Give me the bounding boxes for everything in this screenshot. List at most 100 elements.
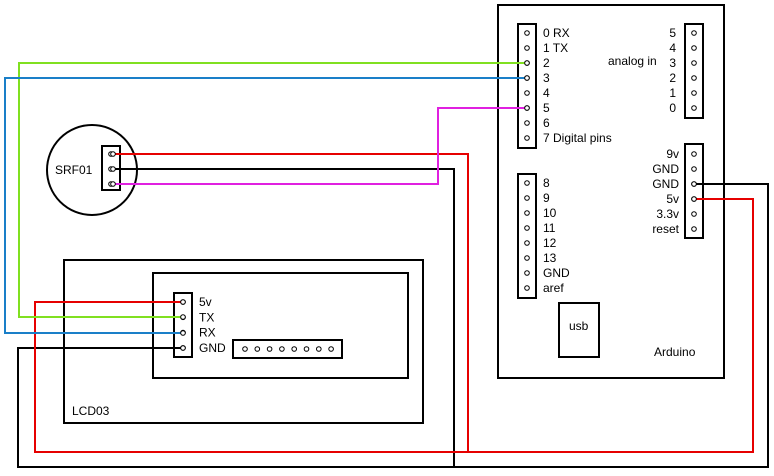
analog-pin-label-0: 5 bbox=[669, 26, 676, 40]
digital-pin-label-5: 5 bbox=[543, 101, 550, 115]
analog-pin-4 bbox=[691, 90, 697, 96]
srf01-label: SRF01 bbox=[55, 163, 93, 177]
digital-b-pin-label-2: 10 bbox=[543, 206, 557, 220]
wire-end-dot-2 bbox=[110, 181, 116, 187]
digital-b-pin-label-5: 13 bbox=[543, 251, 557, 265]
analog-pin-3 bbox=[691, 75, 697, 81]
digital-header-0-7 bbox=[517, 23, 537, 149]
analog-pin-label-2: 3 bbox=[669, 56, 676, 70]
analog-pin-2 bbox=[691, 60, 697, 66]
digital-b-pin-label-3: 11 bbox=[543, 221, 556, 235]
power-pin-label-0: 9v bbox=[666, 147, 679, 161]
wire-end-dot-0 bbox=[110, 151, 116, 157]
digital-pin-label-4: 4 bbox=[543, 86, 550, 100]
power-pin-label-1: GND bbox=[652, 162, 679, 176]
lcd03-pin-label-1: TX bbox=[199, 310, 214, 324]
analog-pin-label-5: 0 bbox=[669, 101, 676, 115]
wire-end-dot-1 bbox=[110, 166, 116, 172]
power-pin-4 bbox=[691, 211, 697, 217]
wire-end-dot-9 bbox=[180, 314, 186, 320]
digital-pin-label-6: 6 bbox=[543, 116, 550, 130]
digital-pin-0 bbox=[524, 30, 530, 36]
arduino-label: Arduino bbox=[654, 345, 696, 359]
digital-b-pin-label-0: 8 bbox=[543, 176, 550, 190]
wire-end-dot-5 bbox=[524, 105, 530, 111]
lcd03-keypad-pin-0 bbox=[242, 346, 248, 352]
power-header bbox=[684, 143, 704, 239]
analog-pin-0 bbox=[691, 30, 697, 36]
wire-rx-lcd03-to-pin3 bbox=[4, 77, 527, 334]
analog-pin-5 bbox=[691, 105, 697, 111]
digital-pin-1 bbox=[524, 45, 530, 51]
lcd03-keypad-pin-1 bbox=[254, 346, 261, 352]
analog-header bbox=[684, 23, 704, 119]
wire-end-dot-3 bbox=[524, 60, 530, 66]
usb-label: usb bbox=[569, 319, 589, 333]
lcd03-pin-label-2: RX bbox=[199, 326, 216, 340]
power-pin-label-4: 3.3v bbox=[656, 207, 679, 221]
digital-b-pin-label-4: 12 bbox=[543, 236, 557, 250]
power-pin-label-2: GND bbox=[652, 177, 679, 191]
lcd03-pin-header bbox=[173, 292, 193, 358]
lcd03-keypad-pin-6 bbox=[316, 346, 322, 352]
analog-header-pins bbox=[691, 30, 697, 111]
digital-b-pin-3 bbox=[524, 225, 530, 231]
power-pin-5 bbox=[691, 226, 697, 232]
usb-connector bbox=[558, 302, 600, 358]
wire-gnd-srf01 bbox=[17, 168, 455, 468]
wire-end-dot-8 bbox=[180, 299, 186, 305]
power-pin-0 bbox=[691, 151, 697, 157]
digital-b-pin-6 bbox=[524, 270, 530, 276]
digital-header-8-aref bbox=[517, 173, 537, 299]
power-pin-label-5: reset bbox=[652, 222, 679, 236]
lcd03-keypad-pins bbox=[242, 346, 334, 352]
digital-b-pin-5 bbox=[524, 255, 530, 261]
wire-end-dot-7 bbox=[691, 196, 697, 202]
wire-end-dot-11 bbox=[180, 345, 186, 351]
analog-pin-label-3: 2 bbox=[669, 71, 676, 85]
lcd03-keypad-pin-2 bbox=[266, 346, 273, 352]
lcd03-keypad-pin-7 bbox=[328, 346, 334, 352]
digital-pin-label-2: 2 bbox=[543, 56, 550, 70]
lcd03-pin-label-0: 5v bbox=[199, 295, 212, 309]
digital-b-pin-label-1: 9 bbox=[543, 191, 550, 205]
digital-pin-7 bbox=[524, 135, 530, 141]
digital-b-pin-label-6: GND bbox=[543, 266, 570, 280]
lcd03-display bbox=[152, 272, 409, 379]
digital-b-pin-7 bbox=[524, 285, 530, 291]
digital-pin-label-3: 3 bbox=[543, 71, 550, 85]
power-pin-1 bbox=[691, 166, 697, 172]
digital-b-pin-1 bbox=[524, 195, 530, 201]
digital-b-pin-label-7: aref bbox=[543, 281, 564, 295]
wire-5v-srf01 bbox=[113, 153, 754, 453]
digital-b-pin-2 bbox=[524, 210, 530, 216]
power-pin-label-3: 5v bbox=[666, 192, 679, 206]
wire-endpoint-dots bbox=[110, 60, 697, 351]
lcd03-keypad-pin-5 bbox=[303, 346, 310, 352]
digital-pin-label-0: 0 RX bbox=[543, 26, 570, 40]
lcd03-label: LCD03 bbox=[72, 404, 110, 418]
lcd03-pin-label-3: GND bbox=[199, 341, 226, 355]
digital-pin-4 bbox=[524, 90, 530, 96]
lcd03-keypad-pin-3 bbox=[279, 346, 285, 352]
wire-5v-lcd03 bbox=[34, 301, 468, 453]
analog-in-caption: analog in bbox=[608, 54, 657, 68]
lcd03-keypad-header bbox=[232, 339, 343, 359]
wire-end-dot-10 bbox=[180, 330, 186, 336]
analog-pin-1 bbox=[691, 45, 697, 51]
wire-end-dot-4 bbox=[524, 75, 530, 81]
wire-tx-lcd03-to-pin2 bbox=[18, 62, 527, 318]
lcd03-keypad-pin-4 bbox=[291, 346, 298, 352]
wire-signal-srf01-to-pin5 bbox=[113, 107, 527, 185]
analog-pin-label-1: 4 bbox=[669, 41, 676, 55]
digital-b-pin-4 bbox=[524, 240, 530, 246]
digital-pin-label-7: 7 Digital pins bbox=[543, 131, 612, 145]
wire-gnd-arduino bbox=[454, 183, 769, 468]
wire-end-dot-6 bbox=[691, 181, 697, 187]
digital-pin-6 bbox=[524, 120, 530, 126]
